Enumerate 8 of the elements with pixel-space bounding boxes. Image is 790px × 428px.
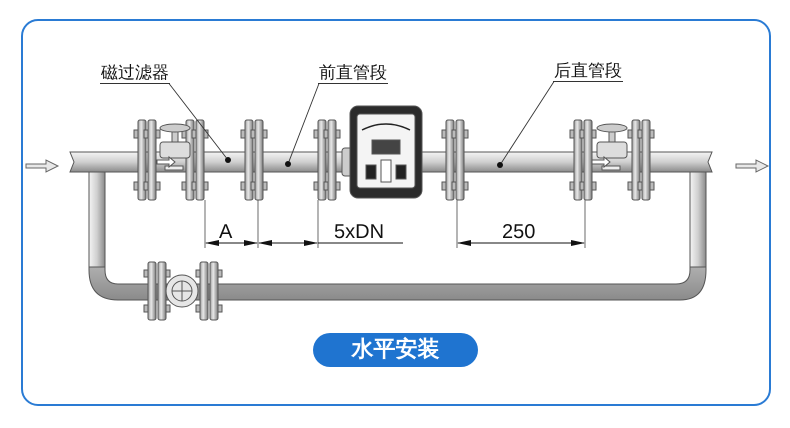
callout-label: 磁过滤器 bbox=[100, 63, 170, 84]
leader-line bbox=[168, 83, 227, 158]
callout-label: 后直管段 bbox=[553, 61, 623, 82]
dimension-label: A bbox=[219, 221, 232, 243]
callout-label: 前直管段 bbox=[318, 63, 388, 84]
title-banner: 水平安装 bbox=[313, 333, 478, 367]
dimension-label: 5xDN bbox=[334, 221, 384, 243]
dimension-label: 250 bbox=[502, 221, 536, 243]
